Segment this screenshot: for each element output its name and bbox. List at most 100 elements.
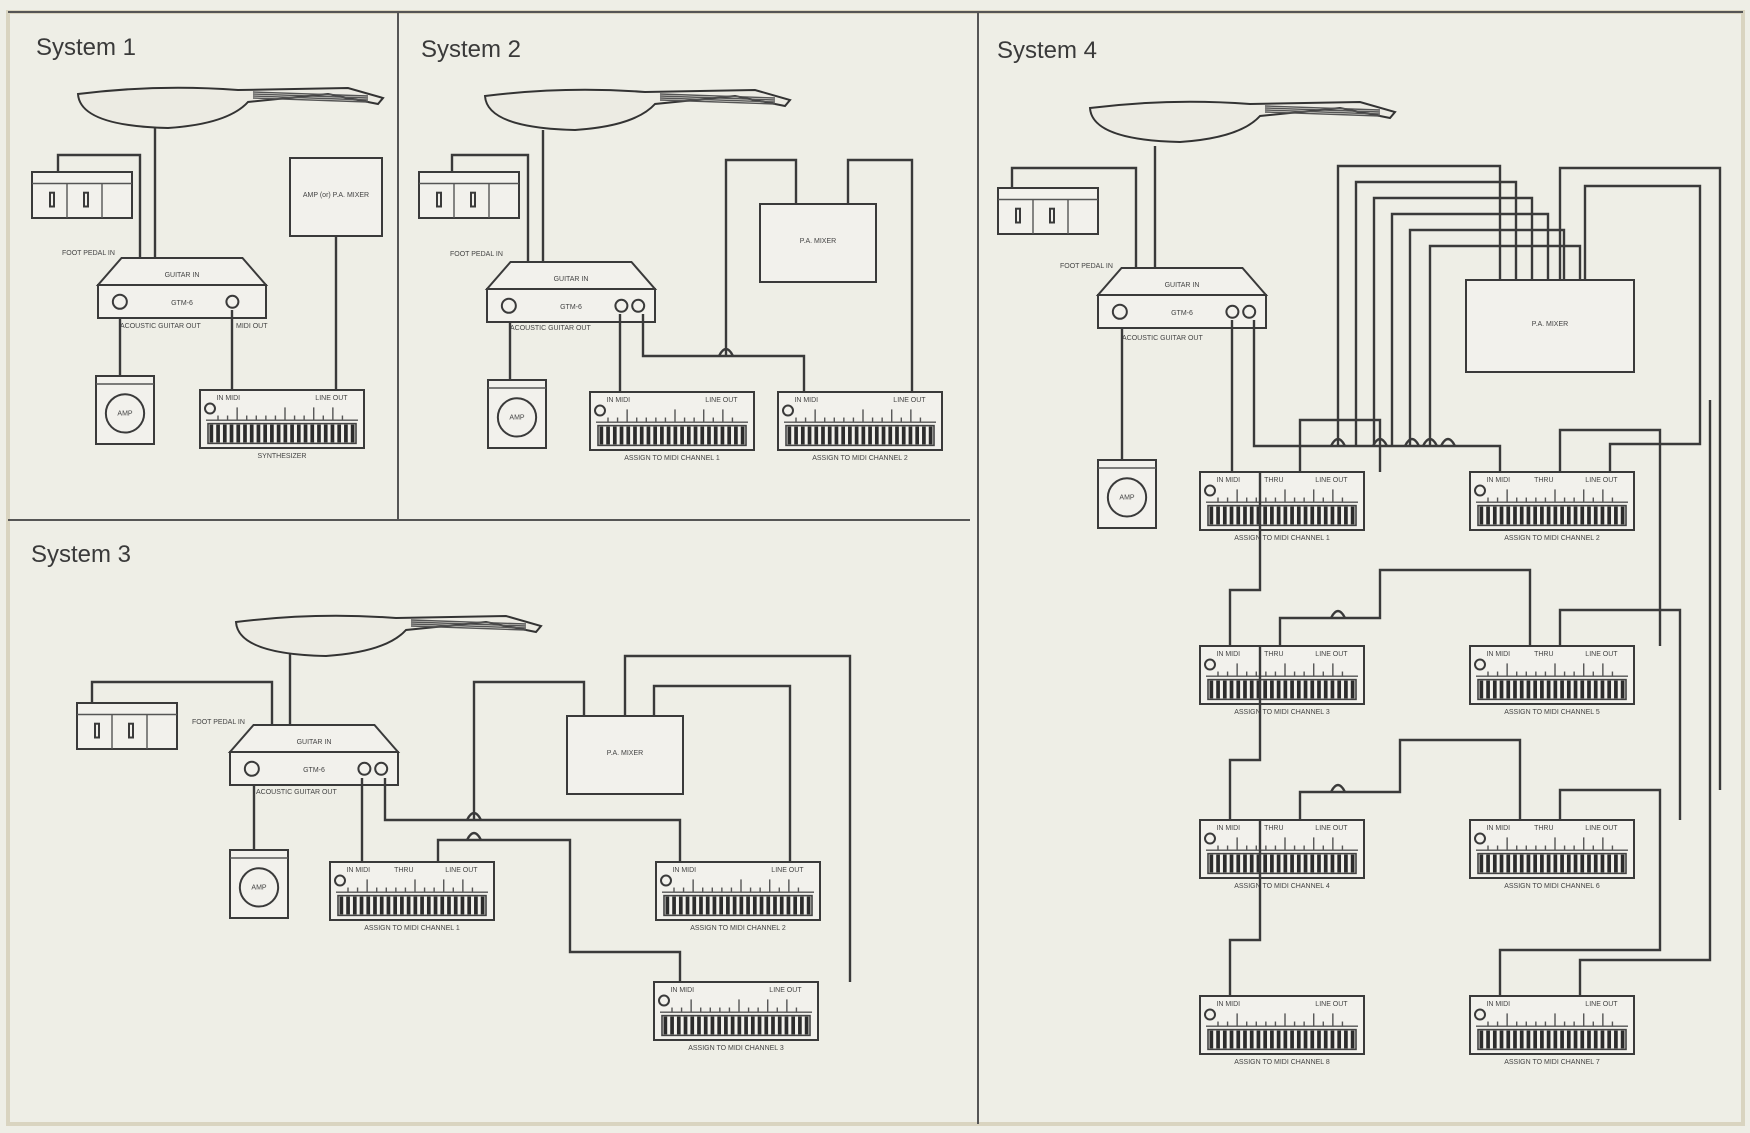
- key: [861, 426, 866, 445]
- key: [474, 896, 478, 915]
- converter-label: GTM-6: [1171, 310, 1193, 317]
- jack-icon: [594, 404, 606, 417]
- key: [1546, 506, 1551, 525]
- key: [670, 1016, 674, 1035]
- key: [673, 426, 678, 445]
- key: [1270, 680, 1274, 699]
- cable: [383, 778, 682, 862]
- foot-pedal-icon: [997, 187, 1099, 235]
- key: [1303, 1030, 1308, 1049]
- key: [344, 424, 348, 443]
- key: [895, 426, 899, 445]
- key: [1492, 1030, 1497, 1049]
- key: [1229, 1030, 1234, 1049]
- key: [1620, 854, 1625, 873]
- key: [1540, 1030, 1544, 1049]
- mixer-label: P.A. MIXER: [800, 238, 836, 245]
- key: [1256, 1030, 1261, 1049]
- key: [1580, 506, 1585, 525]
- key: [1540, 506, 1544, 525]
- key: [426, 896, 431, 915]
- key: [216, 424, 220, 443]
- key: [726, 896, 730, 915]
- key: [1337, 1030, 1342, 1049]
- line-out-label: LINE OUT: [1315, 651, 1348, 658]
- key: [1620, 506, 1625, 525]
- key: [1587, 506, 1591, 525]
- key: [1566, 680, 1571, 699]
- key: [1620, 1030, 1625, 1049]
- key: [1546, 1030, 1551, 1049]
- key: [1533, 1030, 1538, 1049]
- midi-out-label: MIDI OUT: [236, 323, 268, 330]
- key: [665, 896, 670, 915]
- key: [1607, 1030, 1612, 1049]
- key: [827, 426, 832, 445]
- key: [296, 424, 301, 443]
- key: [1573, 506, 1578, 525]
- key: [834, 426, 839, 445]
- key: [1330, 680, 1335, 699]
- key: [750, 1016, 755, 1035]
- cable-crossover: [1329, 609, 1347, 619]
- channel-label: ASSIGN TO MIDI CHANNEL 2: [1504, 535, 1600, 542]
- key: [1290, 854, 1294, 873]
- key: [1310, 854, 1315, 873]
- key: [1222, 506, 1227, 525]
- key: [915, 426, 920, 445]
- key: [1296, 680, 1301, 699]
- key: [420, 896, 424, 915]
- cable: [1558, 428, 1662, 646]
- cable: [450, 153, 530, 262]
- key: [1290, 680, 1294, 699]
- key: [433, 896, 438, 915]
- key: [1526, 854, 1531, 873]
- key: [737, 1016, 742, 1035]
- key: [1486, 680, 1490, 699]
- cable-crossover: [1403, 437, 1421, 447]
- key: [1216, 680, 1220, 699]
- key: [773, 896, 777, 915]
- jack-icon: [1225, 304, 1240, 319]
- cable: [1578, 400, 1712, 996]
- key: [1317, 854, 1321, 873]
- key: [1506, 854, 1511, 873]
- key: [1573, 1030, 1578, 1049]
- channel-label: ASSIGN TO MIDI CHANNEL 7: [1504, 1059, 1600, 1066]
- midi-in-label: IN MIDI: [1486, 1001, 1510, 1008]
- key: [1553, 680, 1558, 699]
- key: [752, 896, 757, 915]
- key: [707, 426, 711, 445]
- channel-label: ASSIGN TO MIDI CHANNEL 8: [1234, 1059, 1330, 1066]
- mixer-box: P.A. MIXER: [566, 715, 684, 795]
- jack-icon: [1204, 832, 1216, 845]
- key: [1540, 680, 1544, 699]
- jack-icon: [374, 761, 389, 776]
- key: [1270, 854, 1274, 873]
- key: [1607, 854, 1612, 873]
- system-1-title: System 1: [36, 34, 136, 61]
- speaker-icon: [496, 397, 538, 438]
- key: [1263, 854, 1268, 873]
- key: [1607, 680, 1612, 699]
- key: [1587, 854, 1591, 873]
- key: [1593, 854, 1598, 873]
- key: [1499, 506, 1504, 525]
- channel-label: ASSIGN TO MIDI CHANNEL 1: [364, 925, 460, 932]
- key: [1296, 506, 1301, 525]
- key: [1243, 854, 1247, 873]
- key: [1600, 680, 1605, 699]
- key: [720, 426, 725, 445]
- key: [1323, 506, 1328, 525]
- key: [660, 426, 664, 445]
- foot-pedal-icon: [418, 171, 520, 219]
- key: [290, 424, 294, 443]
- key: [1566, 506, 1571, 525]
- key: [791, 1016, 796, 1035]
- cable: [1010, 166, 1138, 268]
